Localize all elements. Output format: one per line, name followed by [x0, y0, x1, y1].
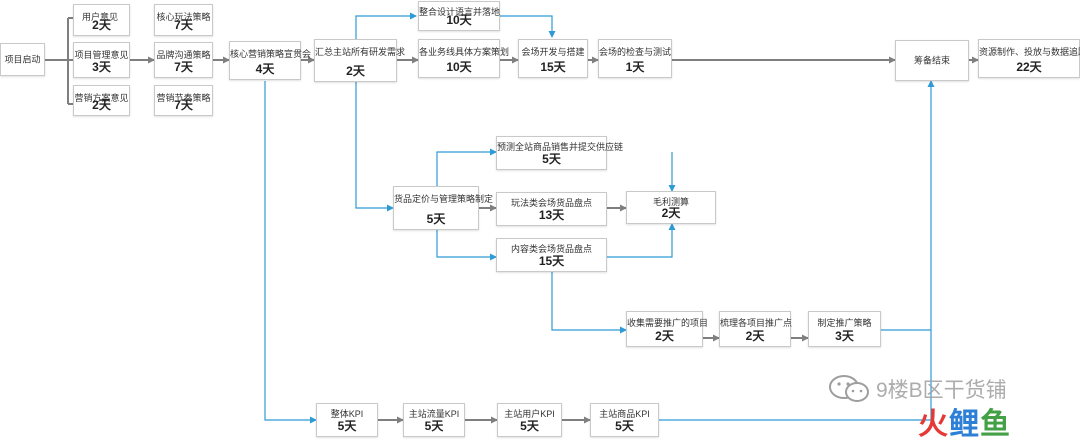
node-margin[interactable]: 毛利测算 2天: [626, 191, 716, 224]
node-forecast[interactable]: 预测全站商品销售并提交供应链 5天: [496, 136, 624, 170]
node-collect-label: 收集需要推广的项目: [627, 318, 709, 328]
node-forecast-duration: 5天: [542, 152, 561, 166]
node-collect[interactable]: 收集需要推广的项目 2天: [626, 311, 709, 347]
node-core-marketing-label: 核心营销策略宣贯会: [230, 49, 312, 59]
node-kpi-traffic-label: 主站流量KPI: [408, 409, 460, 419]
node-sort-points-label: 梳理各项目推广点: [720, 318, 793, 328]
node-kpi-total-label: 整体KPI: [330, 409, 364, 419]
node-core-play-strategy-duration: 7天: [174, 18, 193, 32]
node-kpi-goods-label: 主站商品KPI: [599, 409, 650, 419]
node-biz-plan-duration: 10天: [446, 60, 472, 74]
node-play-goods-label: 玩法类会场货品盘点: [510, 198, 592, 208]
node-play-goods[interactable]: 玩法类会场货品盘点 13天: [496, 192, 607, 226]
conn-content-margin: [607, 223, 676, 258]
node-kpi-user-duration: 5天: [520, 419, 539, 433]
node-play-goods-duration: 13天: [538, 208, 565, 222]
node-core-play-strategy[interactable]: 核心玩法策略 7天: [154, 4, 213, 36]
node-venue-dev[interactable]: 会场开发与搭建 15天: [518, 39, 588, 78]
node-pricing-label: 货品定价与管理策略制定: [394, 194, 494, 204]
node-summary-requirements[interactable]: 汇总主站所有研发需求 2天: [314, 39, 406, 82]
node-marketing-opinion-duration: 2天: [92, 98, 111, 112]
node-start[interactable]: 项目启动: [0, 43, 45, 76]
node-content-goods-duration: 15天: [538, 254, 565, 268]
conn-content-collect: [551, 272, 627, 334]
node-content-goods-label: 内容类会场货品盘点: [510, 244, 592, 254]
node-kpi-traffic-duration: 5天: [424, 419, 444, 433]
node-marketing-opinion-label: 营销方案意见: [74, 93, 129, 103]
conn-design-venuedev: [500, 15, 556, 38]
node-core-play-strategy-label: 核心玩法策略: [156, 12, 211, 22]
node-start-label: 项目启动: [4, 54, 41, 64]
branch-connectors: [264, 12, 935, 424]
node-prep-end-label: 筹备结束: [913, 55, 950, 65]
node-rhythm-strategy-label: 营销节奏策略: [156, 93, 211, 103]
node-kpi-user-label: 主站用户KPI: [504, 409, 555, 419]
node-brand-strategy-label: 品牌沟通策略: [156, 50, 211, 60]
node-resource[interactable]: 资源制作、投放与数据追踪 22天: [978, 39, 1080, 78]
node-biz-plan-label: 各业务线具体方案策划: [419, 47, 510, 57]
node-resource-label: 资源制作、投放与数据追踪: [979, 47, 1080, 57]
node-user-opinion[interactable]: 用户意见 2天: [73, 4, 130, 36]
node-sort-points-duration: 2天: [745, 329, 765, 343]
node-brand-strategy[interactable]: 品牌沟通策略 7天: [154, 42, 213, 78]
node-kpi-total[interactable]: 整体KPI 5天: [316, 403, 378, 437]
main-connectors: [45, 17, 979, 424]
conn-pricing-forecast: [436, 148, 497, 186]
node-promo-duration: 3天: [835, 329, 854, 343]
node-design-language-duration: 10天: [446, 13, 472, 27]
node-summary-requirements-duration: 2天: [346, 64, 365, 78]
conn-pricing-content: [436, 230, 497, 261]
node-margin-duration: 2天: [661, 206, 681, 220]
node-pricing-duration: 5天: [426, 212, 446, 226]
node-rhythm-strategy-duration: 7天: [174, 98, 193, 112]
node-prep-end[interactable]: 筹备结束: [895, 40, 969, 81]
node-venue-check-duration: 1天: [625, 60, 645, 74]
node-kpi-user[interactable]: 主站用户KPI 5天: [497, 403, 562, 437]
conn-start-opinions: [45, 17, 73, 105]
conn-summary-pricing: [355, 82, 394, 212]
node-marketing-opinion[interactable]: 营销方案意见 2天: [73, 85, 130, 116]
node-resource-duration: 22天: [1016, 60, 1042, 74]
node-promo-label: 制定推广策略: [817, 318, 872, 328]
node-kpi-goods[interactable]: 主站商品KPI 5天: [590, 403, 659, 437]
node-kpi-total-duration: 5天: [337, 419, 357, 433]
node-venue-check-label: 会场的检查与测试: [599, 47, 672, 57]
node-biz-plan[interactable]: 各业务线具体方案策划 10天: [418, 39, 510, 78]
node-core-marketing[interactable]: 核心营销策略宣贯会 4天: [229, 41, 312, 80]
node-venue-check[interactable]: 会场的检查与测试 1天: [598, 39, 672, 78]
node-user-opinion-duration: 2天: [92, 18, 111, 32]
conn-summary-design: [355, 12, 417, 39]
conn-coremkt-kpi: [264, 81, 317, 424]
node-brand-strategy-duration: 7天: [174, 60, 193, 74]
node-kpi-goods-duration: 5天: [615, 419, 634, 433]
node-core-marketing-duration: 4天: [255, 62, 275, 76]
node-content-goods[interactable]: 内容类会场货品盘点 15天: [496, 238, 607, 272]
node-forecast-label: 预测全站商品销售并提交供应链: [497, 142, 624, 152]
node-sort-points[interactable]: 梳理各项目推广点 2天: [719, 311, 793, 347]
node-design-language-label: 整合设计语言并落地: [419, 7, 501, 17]
node-project-opinion-label: 项目管理意见: [74, 50, 129, 60]
node-user-opinion-label: 用户意见: [82, 12, 119, 22]
node-venue-dev-label: 会场开发与搭建: [521, 47, 585, 57]
node-design-language[interactable]: 整合设计语言并落地 10天: [418, 1, 500, 31]
node-pricing[interactable]: 货品定价与管理策略制定 5天: [393, 186, 494, 230]
node-margin-label: 毛利测算: [652, 197, 689, 207]
node-collect-duration: 2天: [655, 329, 674, 343]
node-project-opinion[interactable]: 项目管理意见 3天: [73, 42, 130, 78]
node-summary-requirements-label: 汇总主站所有研发需求: [315, 47, 406, 57]
node-rhythm-strategy[interactable]: 营销节奏策略 7天: [154, 85, 213, 116]
node-venue-dev-duration: 15天: [540, 60, 566, 74]
node-kpi-traffic[interactable]: 主站流量KPI 5天: [403, 403, 465, 437]
node-promo[interactable]: 制定推广策略 3天: [808, 311, 881, 347]
node-project-opinion-duration: 3天: [92, 60, 111, 74]
